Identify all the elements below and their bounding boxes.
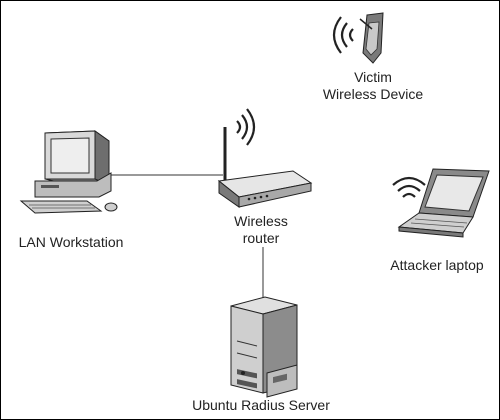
victim-device-label: Victim Wireless Device [293, 69, 453, 103]
laptop-icon [397, 168, 490, 238]
router-wifi-waves-icon [236, 108, 256, 146]
attacker-label: Attacker laptop [377, 257, 497, 274]
server-icon [230, 296, 298, 398]
pda-icon [359, 12, 384, 64]
victim-wifi-waves-icon [332, 16, 354, 54]
victim-label-line2: Wireless Device [322, 86, 424, 102]
attacker-label-text: Attacker laptop [390, 257, 484, 273]
victim-label-line1: Victim [354, 69, 392, 85]
router-label: Wireless router [211, 213, 311, 247]
workstation-label: LAN Workstation [1, 234, 141, 251]
router-icon [217, 127, 313, 208]
server-label-text: Ubuntu Radius Server [192, 397, 330, 413]
router-label-line1: Wireless [234, 213, 288, 229]
workstation-label-text: LAN Workstation [18, 234, 124, 250]
attacker-wifi-waves-icon [392, 176, 426, 198]
router-label-line2: router [242, 230, 280, 246]
workstation-icon [19, 130, 118, 214]
server-label: Ubuntu Radius Server [171, 397, 351, 414]
